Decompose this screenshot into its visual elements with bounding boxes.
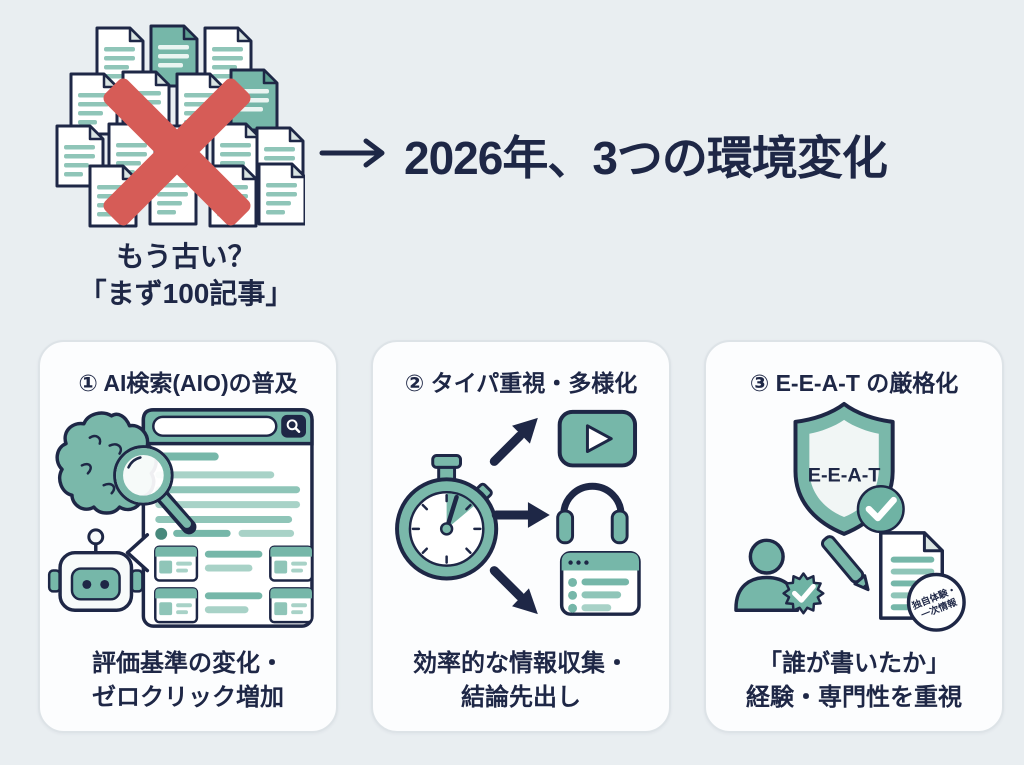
card1-caption-line2: ゼロクリック増加 xyxy=(92,684,284,711)
video-play-icon xyxy=(557,409,638,468)
old-approach-line2: 「まず100記事」 xyxy=(78,278,294,309)
stopwatch-icon xyxy=(395,454,499,581)
card2-caption: 効率的な情報収集・ 結論先出し xyxy=(373,647,669,715)
card-time-performance: ② タイパ重視・多様化 xyxy=(371,340,671,733)
media-diversification-illustration xyxy=(395,409,641,616)
result-text-lines xyxy=(155,452,301,540)
author-icon xyxy=(734,538,800,612)
page-title: 2026年、3つの環境変化 xyxy=(404,132,888,184)
document-stack-icon xyxy=(55,24,305,228)
eeat-illustration: E-E-A-T xyxy=(734,401,966,632)
card2-caption-line2: 結論先出し xyxy=(461,684,581,711)
verified-badge-icon xyxy=(782,572,825,615)
right-arrow-icon xyxy=(319,138,385,168)
card3-caption-line2: 経験・専門性を重視 xyxy=(746,684,962,711)
card2-caption-line1: 効率的な情報収集・ xyxy=(413,650,629,677)
card2-heading: ② タイパ重視・多様化 xyxy=(404,370,638,396)
old-approach-line1: もう古い？ xyxy=(116,241,256,272)
stamp-icon: 独自体験・ 一次情報 xyxy=(906,572,966,632)
arrow-down-right-icon xyxy=(489,566,538,615)
card1-heading: ① AI検索(AIO)の普及 xyxy=(78,370,298,396)
card-ai-search: ① AI検索(AIO)の普及 xyxy=(38,340,338,733)
card3-caption: 「誰が書いたか」 経験・専門性を重視 xyxy=(706,647,1002,715)
headphones-icon xyxy=(556,482,629,545)
card-eeat: ③ E-E-A-T の厳格化 E-E-A-T xyxy=(704,340,1004,733)
old-approach-caption: もう古い？ 「まず100記事」 xyxy=(30,238,342,312)
arrow-up-right-icon xyxy=(489,417,538,466)
magnifier-icon xyxy=(113,445,197,535)
card1-caption: 評価基準の変化・ ゼロクリック増加 xyxy=(40,647,336,715)
summary-list-icon xyxy=(559,550,641,616)
card1-caption-line1: 評価基準の変化・ xyxy=(92,650,284,677)
card3-heading: ③ E-E-A-T の厳格化 xyxy=(749,370,959,396)
cards-row: ① AI検索(AIO)の普及 xyxy=(38,340,1004,733)
pen-icon xyxy=(820,535,870,592)
shield-label: E-E-A-T xyxy=(808,464,881,486)
shield-checkmark-icon xyxy=(856,485,905,534)
arrow-right-icon xyxy=(491,502,550,528)
card3-caption-line1: 「誰が書いたか」 xyxy=(758,650,950,677)
red-x-icon xyxy=(103,78,251,226)
search-results-window-icon xyxy=(125,408,314,628)
result-thumbnails xyxy=(154,545,314,624)
robot-icon xyxy=(47,528,144,612)
speech-bubble-pointer xyxy=(125,533,150,573)
search-button-icon xyxy=(281,414,307,438)
shield-icon: E-E-A-T xyxy=(793,401,905,536)
ai-search-illustration xyxy=(47,408,314,628)
